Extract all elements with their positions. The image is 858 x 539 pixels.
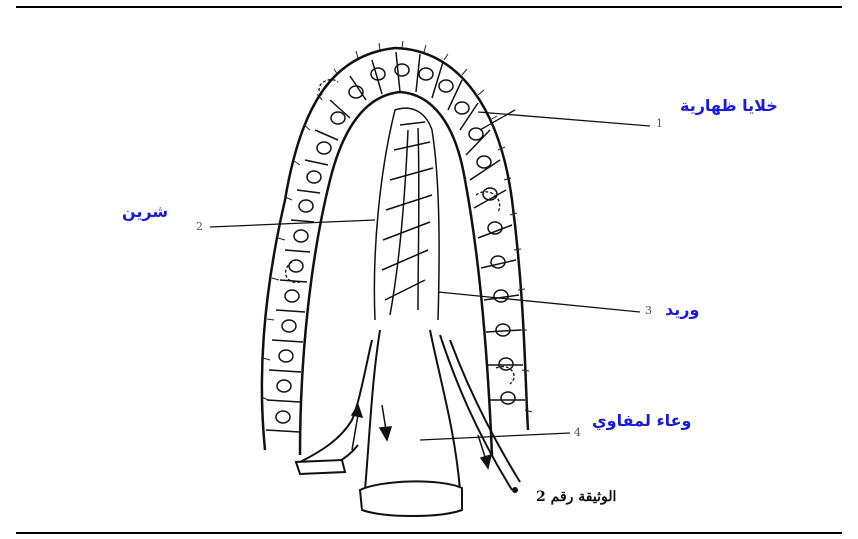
flow-arrows [352,405,491,468]
artery-stub [296,460,345,474]
label-vein: وريد [665,300,699,319]
vein-end [512,487,518,493]
label-lymph-vessel: وعاء لمفاوي [592,411,692,430]
artery-vessel [300,340,372,474]
cell-nuclei [276,64,515,423]
label-number-4: 4 [574,426,581,439]
capillary-network [374,108,439,320]
label-number-3: 3 [645,304,652,317]
label-number-2: 2 [196,220,203,233]
document-caption: الوثيقة رقم 2 [536,489,616,505]
label-number-1: 1 [656,117,663,130]
leader-lines [210,110,650,440]
label-artery: شرين [122,202,168,221]
lymph-vessel-base [360,481,462,516]
label-epithelial-cells: خلايا ظهارية [680,96,778,115]
